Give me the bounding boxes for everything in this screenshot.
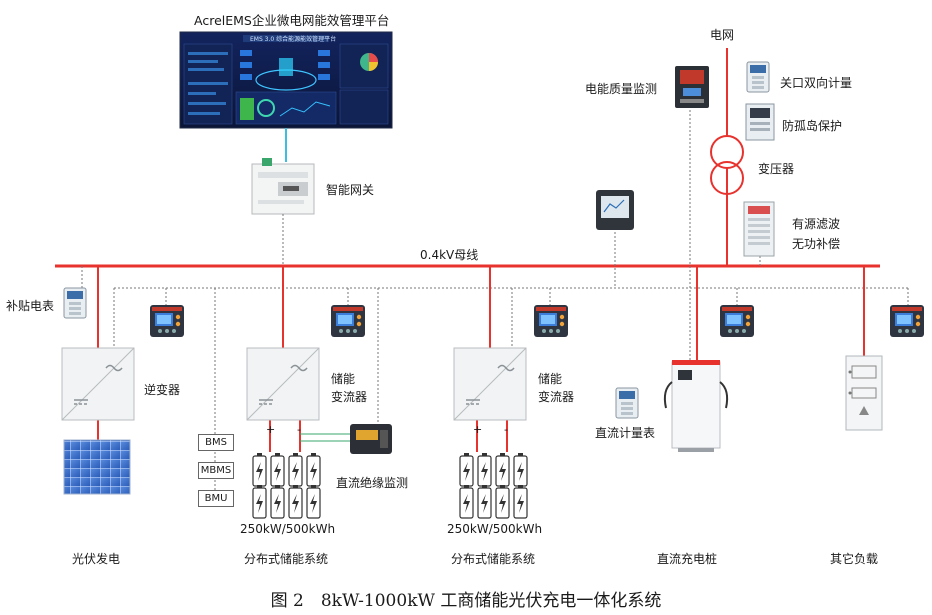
bidirectional-meter-label: 关口双向计量	[780, 76, 853, 90]
active-filter-cabinet	[743, 201, 775, 257]
battery-pack-1	[250, 452, 330, 519]
pv-inverter-label: 逆变器	[144, 383, 181, 397]
bidirectional-meter-device	[746, 61, 770, 93]
transformer-symbol	[710, 135, 744, 195]
dc-meter-device	[615, 387, 639, 419]
ems-platform-screen	[179, 31, 393, 129]
busbar-label: 0.4kV母线	[420, 248, 479, 262]
storage-meter-icon-1	[331, 305, 365, 337]
charging-system-label: 直流充电桩	[657, 552, 718, 566]
storage-meter-icon-2	[534, 305, 568, 337]
platform-title: AcrelEMS企业微电网能效管理平台	[194, 13, 390, 28]
pv-panel	[63, 439, 131, 495]
storage-converter-2	[453, 347, 527, 421]
storage2-converter-label-2: 变流器	[538, 390, 575, 404]
pv-system-label: 光伏发电	[72, 552, 121, 566]
storage2-system-label: 分布式储能系统	[451, 552, 536, 566]
storage1-plus: +	[266, 423, 276, 436]
storage1-converter-label-1: 储能	[331, 372, 356, 386]
subsidy-meter-device	[63, 287, 87, 319]
bus-analyzer-meter	[596, 190, 634, 230]
pv-inverter	[61, 347, 135, 421]
platform-screen-banner: EMS 3.0 综合能源能效管理平台	[250, 36, 337, 43]
storage2-plus: +	[473, 423, 483, 436]
figure-caption: 图 2 8kW-1000kW 工商储能光伏充电一体化系统	[270, 591, 662, 611]
bms-box: BMS	[198, 434, 234, 451]
other-load-label: 其它负载	[830, 552, 879, 566]
insulation-monitor-label: 直流绝缘监测	[336, 476, 409, 490]
storage2-capacity: 250kW/500kWh	[447, 522, 543, 536]
dc-meter-label: 直流计量表	[595, 426, 656, 440]
smart-gateway-device	[251, 158, 315, 215]
battery-pack-2	[457, 452, 537, 519]
anti-islanding-label: 防孤岛保护	[782, 119, 843, 133]
active-filter-label-1: 有源滤波	[792, 217, 841, 231]
active-filter-label-2: 无功补偿	[792, 237, 841, 251]
bmu-box: BMU	[198, 490, 234, 507]
power-quality-device	[675, 66, 709, 108]
subsidy-meter-label: 补贴电表	[6, 299, 55, 313]
power-quality-label: 电能质量监测	[585, 82, 658, 96]
dc-charging-pile	[663, 360, 729, 452]
storage1-system-label: 分布式储能系统	[244, 552, 329, 566]
anti-islanding-device	[745, 103, 775, 141]
gateway-label: 智能网关	[326, 183, 375, 197]
pv-meter-icon	[150, 305, 184, 337]
storage1-minus: -	[297, 423, 301, 436]
storage1-converter-label-2: 变流器	[331, 390, 368, 404]
grid-label: 电网	[710, 28, 735, 42]
transformer-label: 变压器	[758, 162, 795, 176]
distribution-cabinet	[845, 355, 883, 431]
storage2-minus: -	[504, 423, 508, 436]
other-load-meter-icon	[890, 305, 924, 337]
storage1-capacity: 250kW/500kWh	[240, 522, 336, 536]
storage-converter-1	[246, 347, 320, 421]
storage2-converter-label-1: 储能	[538, 372, 563, 386]
insulation-monitor-device	[350, 424, 392, 454]
mbms-box: MBMS	[198, 462, 234, 479]
charging-meter-icon	[720, 305, 754, 337]
